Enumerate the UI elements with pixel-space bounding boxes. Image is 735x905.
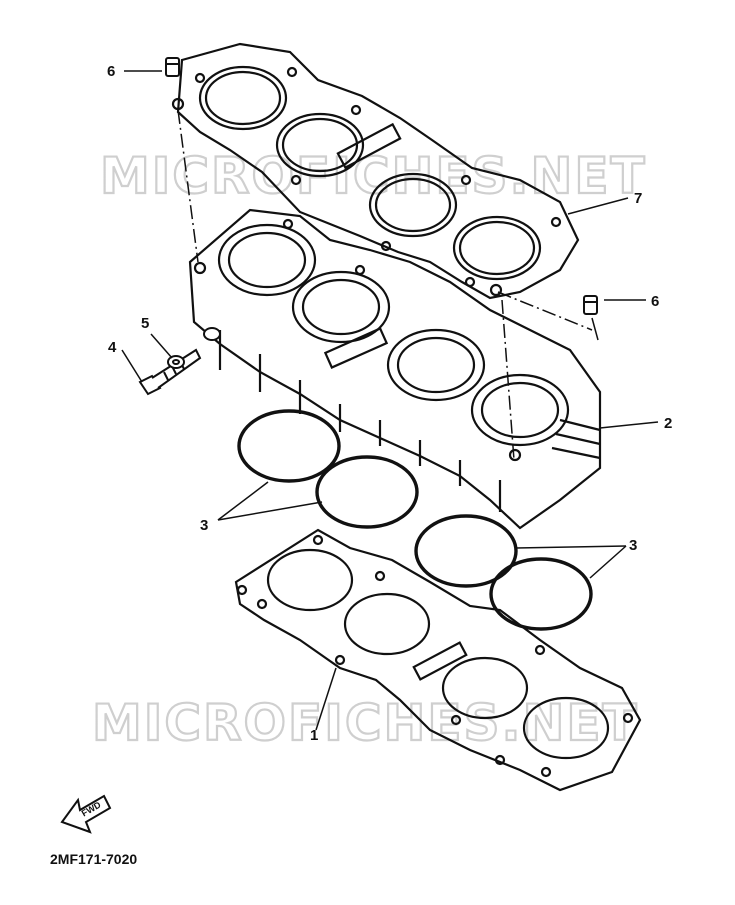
bolt-washer [167,355,185,369]
watermark-bottom: MICROFICHES.NET [92,694,639,752]
forward-arrow-icon: FWD [60,794,112,834]
o-ring-front-right [414,514,518,588]
base-gasket [234,528,642,792]
callout-6-left: 6 [107,63,115,80]
head-gasket [171,42,580,300]
callout-2: 2 [664,415,672,432]
callout-3-right: 3 [629,537,637,554]
oil-fitting [203,327,221,341]
callout-6-right: 6 [651,293,659,310]
o-ring-rear-right [489,557,593,631]
watermark-top: MICROFICHES.NET [100,147,647,205]
dowel-pin-left [165,57,180,77]
callout-7: 7 [634,190,642,207]
callout-4: 4 [108,339,117,356]
cylinder-block [188,208,602,530]
callout-5: 5 [141,315,149,332]
dowel-pin-right [583,295,598,315]
leader-lines [121,70,659,731]
o-ring-rear-left [315,455,419,529]
o-ring-front-left [237,409,341,483]
callout-1: 1 [310,727,318,744]
diagram-code: 2MF171-7020 [50,851,137,867]
callout-3-left: 3 [200,517,208,534]
